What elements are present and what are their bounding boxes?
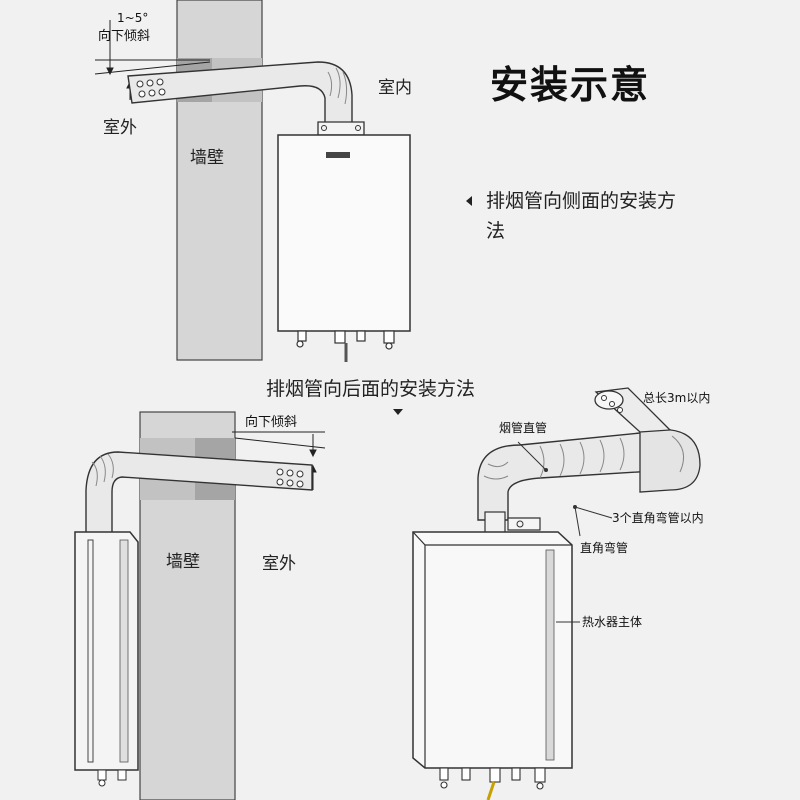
divider-arrow <box>393 409 403 415</box>
rear-install-caption: 排烟管向后面的安装方法 <box>266 378 476 400</box>
bottom-wall-label: 墙壁 <box>166 552 200 572</box>
elbow-label: 直角弯管 <box>580 541 629 555</box>
top-wall-label: 墙壁 <box>190 148 224 168</box>
diagram-title: 安装示意 <box>490 63 651 107</box>
top-indoor-label: 室内 <box>378 78 412 98</box>
bottom-flue-pipe <box>85 451 313 541</box>
straight-pipe-label: 烟管直管 <box>499 421 548 435</box>
bottom-right-water-heater <box>412 531 573 800</box>
leader-lines <box>517 441 613 623</box>
top-heater-logo <box>326 152 350 158</box>
side-install-note: 排烟管向侧面的安装方法 <box>486 190 677 242</box>
heater-body-label: 热水器主体 <box>582 615 643 629</box>
slope-angle-label: 1~5° <box>117 11 149 25</box>
bottom-slope-label: 向下倾斜 <box>245 415 298 430</box>
bottom-outdoor-label: 室外 <box>262 554 296 574</box>
top-wall <box>176 0 263 361</box>
top-water-heater <box>277 134 411 332</box>
top-outdoor-label: 室外 <box>103 118 137 138</box>
elbows-limit-label: 3个直角弯管以内 <box>612 511 704 525</box>
bottom-left-water-heater <box>74 531 139 771</box>
top-mount-bracket <box>317 121 365 136</box>
side-note-marker <box>466 196 472 206</box>
bottom-pipe-holes <box>276 468 304 488</box>
total-length-label: 总长3m以内 <box>643 391 711 405</box>
top-heater-fittings <box>296 330 395 362</box>
top-pipe-ribs <box>327 67 348 105</box>
top-slope-label: 向下倾斜 <box>98 29 151 44</box>
bottom-pipe-ribs <box>91 453 114 487</box>
bottom-left-fittings <box>97 769 127 787</box>
top-pipe-holes <box>136 78 166 98</box>
